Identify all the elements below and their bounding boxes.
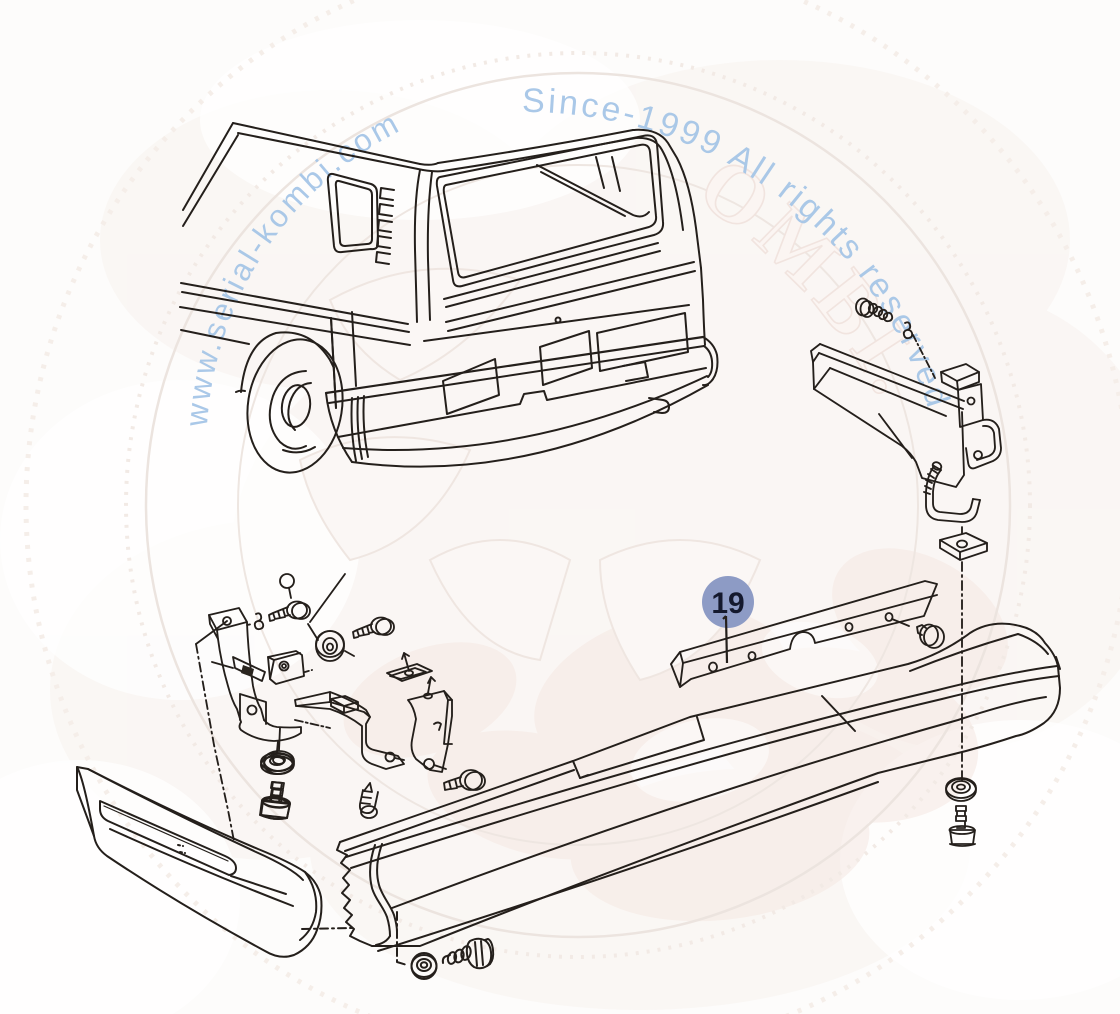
svg-text:19: 19 (711, 587, 744, 620)
